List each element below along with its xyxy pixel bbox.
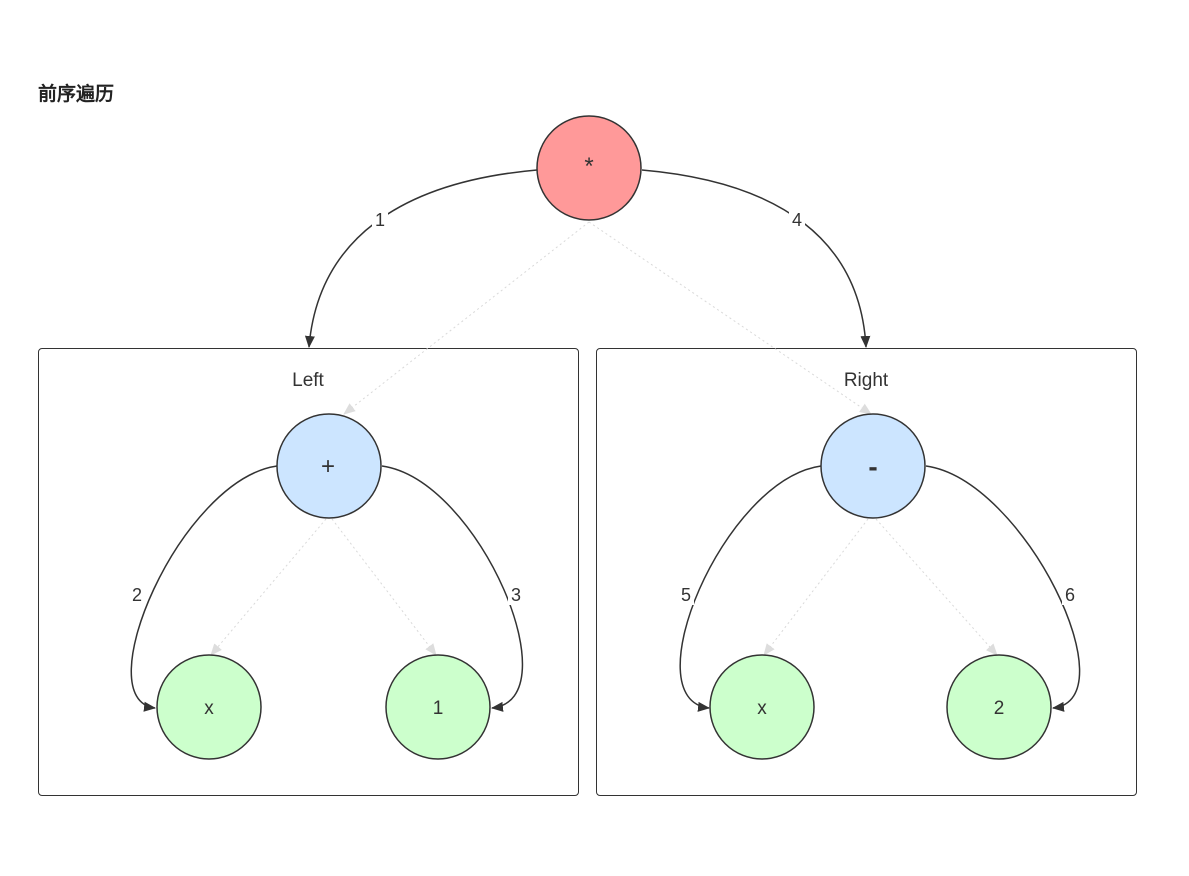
traversal-edge-2 [130,465,278,712]
edge-label-2: 2 [132,585,142,605]
page-title: 前序遍历 [38,83,115,105]
tree-edges [210,221,998,656]
node-left-1-circle [385,654,491,760]
node-right-x-circle [709,654,815,760]
edge-label-4: 4 [792,210,802,230]
node-right-x-label: x [757,698,767,719]
node-plus-circle [276,413,382,519]
tree-edge-minus-2 [875,518,998,656]
node-minus-circle [820,413,926,519]
tree-edge-plus-x [210,518,327,656]
edge-label-5: 5 [681,585,691,605]
node-left-x-circle [156,654,262,760]
edge-label-6: 6 [1065,585,1075,605]
node-root: * [536,115,642,221]
node-root-circle [536,115,642,221]
group-left [38,348,579,796]
tree-edge-root-plus [343,221,590,415]
node-left-x: x [156,654,262,760]
node-left-1-label: 1 [433,698,444,719]
edge-label-1: 1 [375,210,385,230]
node-right-x: x [709,654,815,760]
nodes: * + - x 1 x 2 [156,115,1052,760]
tree-edge-plus-1 [331,518,437,656]
tree-edge-root-minus [588,221,872,415]
edge-label-3: 3 [511,585,521,605]
node-right-2: 2 [946,654,1052,760]
traversal-edge-4 [641,169,871,348]
node-left-x-label: x [204,698,214,719]
node-minus: - [820,413,926,519]
node-right-2-circle [946,654,1052,760]
node-minus-label: - [868,451,877,482]
node-plus-label: + [321,453,335,480]
traversal-edge-5 [679,465,822,712]
tree-edge-minus-x [763,518,869,656]
traversal-edge-6 [925,465,1081,712]
group-right-label: Right [843,370,889,391]
node-plus: + [276,413,382,519]
traversal-edges [130,169,1081,712]
traversal-edge-1 [304,169,538,348]
node-right-2-label: 2 [994,698,1005,719]
group-left-label: Left [292,370,324,391]
node-left-1: 1 [385,654,491,760]
node-root-label: * [584,153,593,180]
edge-labels: 1 2 3 4 5 6 [127,208,1078,605]
traversal-edge-3 [381,465,524,712]
